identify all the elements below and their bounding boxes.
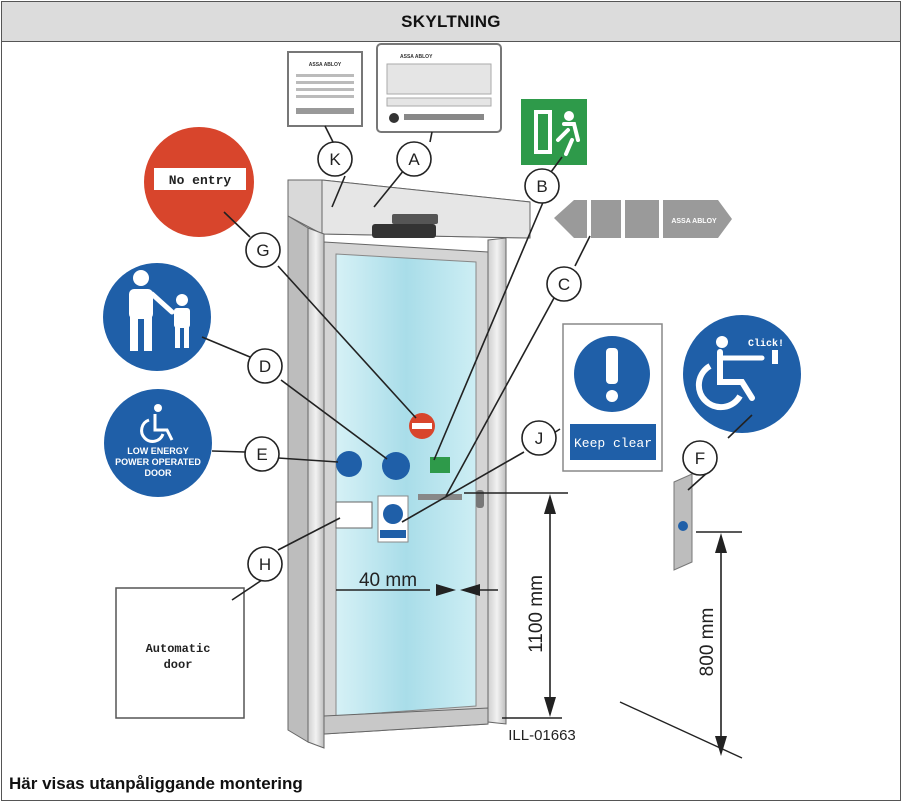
svg-text:G: G: [256, 241, 269, 260]
automatic-line2: door: [164, 658, 193, 672]
door-signs: [335, 413, 462, 543]
illustration-id: ILL-01663: [508, 727, 576, 744]
wall-push-button: [673, 473, 693, 571]
svg-text:E: E: [256, 445, 267, 464]
dimension-40mm-text: 40 mm: [359, 570, 417, 591]
callout-h: H: [247, 546, 283, 582]
caption: Här visas utanpåliggande montering: [9, 774, 303, 793]
header-title: SKYLTNING: [401, 11, 501, 31]
low-energy-line2: POWER OPERATED: [115, 457, 201, 467]
automatic-line1: Automatic: [146, 642, 211, 656]
sign-j-keep-clear: Keep clear: [562, 323, 663, 472]
sign-d-supervise-child: [103, 263, 211, 371]
svg-text:C: C: [558, 275, 570, 294]
sign-g-no-entry: No entry: [144, 127, 254, 237]
callout-d: D: [247, 348, 283, 384]
callout-j: J: [521, 420, 557, 456]
no-entry-text: No entry: [169, 173, 232, 188]
dimension-1100mm: 1100 mm: [464, 492, 568, 719]
callout-k: K: [317, 141, 353, 177]
callout-b: B: [524, 168, 560, 204]
callout-g: G: [245, 232, 281, 268]
leader-lines: [201, 125, 753, 601]
dimension-800mm: 800 mm: [619, 531, 743, 759]
sign-k-label: ASSA ABLOY: [287, 51, 363, 127]
operator-arm: [372, 224, 436, 238]
sign-h-automatic-door: Automatic door: [115, 587, 245, 719]
door: [287, 179, 531, 749]
sign-c-brand-strip: ASSA ABLOY: [554, 200, 732, 238]
sign-a-rating-plate: ASSA ABLOY: [376, 43, 502, 133]
sign-b-emergency-exit: [521, 99, 587, 165]
svg-text:A: A: [408, 150, 420, 169]
header-bar: SKYLTNING: [2, 2, 900, 42]
svg-text:H: H: [259, 555, 271, 574]
dimension-800mm-text: 800 mm: [697, 608, 718, 677]
dimension-40mm: 40 mm: [336, 570, 498, 596]
sign-f-click: Click!: [683, 315, 801, 433]
callout-labels: K A B C G D E J F H: [244, 141, 718, 582]
svg-text:D: D: [259, 357, 271, 376]
brand-strip-text: ASSA ABLOY: [671, 218, 717, 225]
sign-e-low-energy: LOW ENERGY POWER OPERATED DOOR: [104, 389, 212, 497]
callout-c: C: [546, 266, 582, 302]
dimension-1100mm-text: 1100 mm: [526, 575, 547, 653]
callout-e: E: [244, 436, 280, 472]
callout-f: F: [682, 440, 718, 476]
svg-text:K: K: [329, 150, 341, 169]
svg-text:ASSA ABLOY: ASSA ABLOY: [400, 54, 433, 60]
low-energy-line3: DOOR: [145, 468, 173, 478]
svg-text:ASSA ABLOY: ASSA ABLOY: [309, 62, 342, 68]
low-energy-line1: LOW ENERGY: [127, 446, 189, 456]
svg-text:B: B: [536, 177, 547, 196]
svg-text:F: F: [695, 449, 705, 468]
click-text: Click!: [748, 338, 784, 350]
svg-text:J: J: [535, 429, 544, 448]
callout-a: A: [396, 141, 432, 177]
keep-clear-text: Keep clear: [574, 436, 652, 451]
